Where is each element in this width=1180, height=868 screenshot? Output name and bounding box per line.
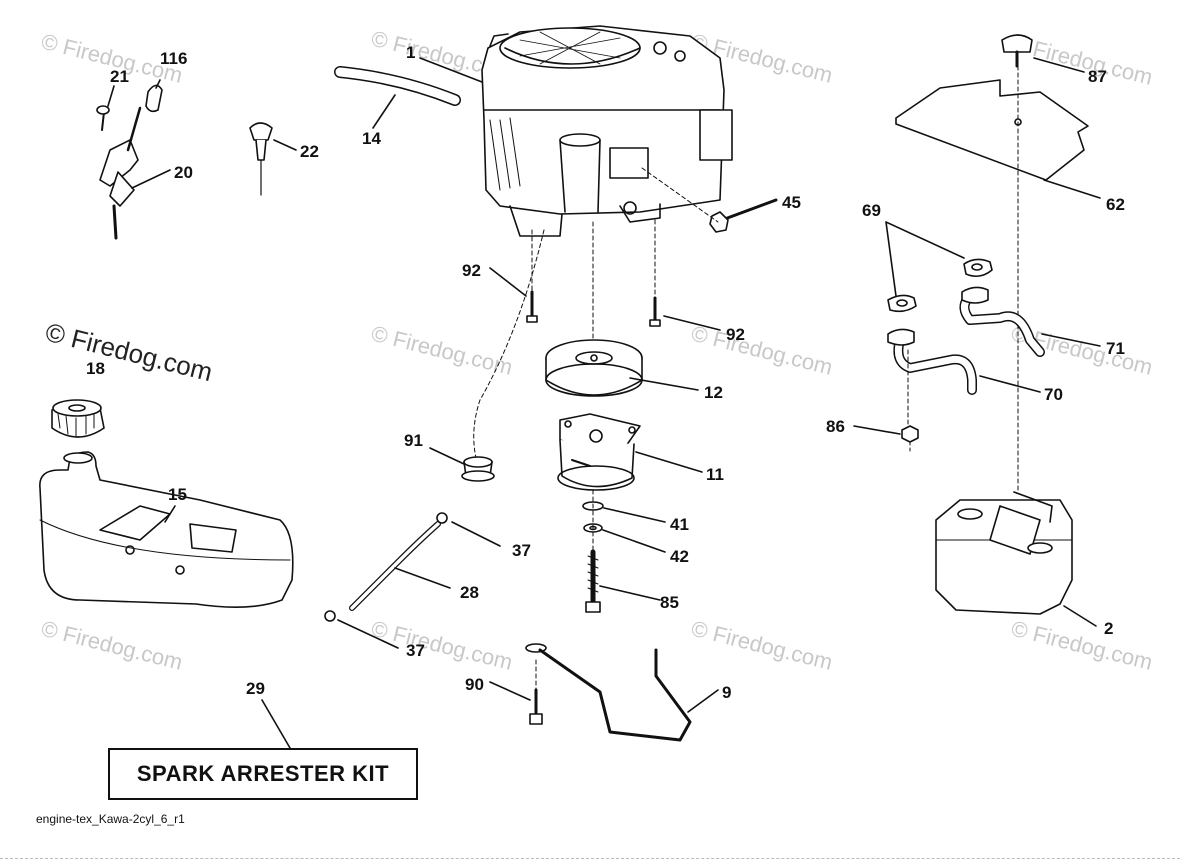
callout-70: 70: [1044, 385, 1063, 404]
spark-arrester-kit-label: SPARK ARRESTER KIT: [136, 761, 390, 786]
fuel-line-drawing: [324, 512, 448, 622]
callout-92-left: 92: [462, 261, 481, 280]
callout-42: 42: [670, 547, 689, 566]
bolt-92-left-drawing: [526, 229, 538, 323]
callout-11: 11: [706, 465, 724, 484]
callout-92-right: 92: [726, 325, 745, 344]
callout-29: 29: [246, 679, 265, 698]
bolt-87-drawing: [1001, 34, 1033, 68]
watermark-dark: © Firedog.com: [43, 317, 216, 387]
pulley-drawing: [545, 339, 643, 397]
callout-69: 69: [862, 201, 881, 220]
bolt-85-drawing: [585, 549, 601, 613]
heat-shield-drawing: [895, 79, 1089, 181]
callout-14: 14: [362, 129, 381, 148]
callout-91: 91: [404, 431, 423, 450]
bolt-45-drawing: [641, 167, 778, 233]
callout-90: 90: [465, 675, 484, 694]
callout-28: 28: [460, 583, 479, 602]
exhaust-pipe-71-drawing: [959, 286, 1045, 357]
gaskets-drawing: [887, 258, 993, 313]
diagram-caption: engine-tex_Kawa-2cyl_6_r1: [36, 812, 185, 826]
callout-18: 18: [86, 359, 105, 378]
callout-71: 71: [1106, 339, 1125, 358]
bolt-92-right-drawing: [649, 219, 661, 327]
callout-2: 2: [1104, 619, 1113, 638]
callout-37-upper: 37: [512, 541, 531, 560]
callout-20: 20: [174, 163, 193, 182]
callout-15: 15: [168, 485, 187, 504]
callout-21: 21: [110, 67, 129, 86]
callout-86: 86: [826, 417, 845, 436]
callout-labels: 1 2 9 11 12 14 15 18 20 21 22 28 29 37 3…: [86, 43, 1125, 702]
callout-45: 45: [782, 193, 801, 212]
callout-1: 1: [406, 43, 415, 62]
throttle-control-drawing: [96, 84, 163, 240]
nut-86-drawing: [901, 425, 919, 455]
muffler-drawing: [935, 491, 1073, 615]
spark-arrester-kit-box: SPARK ARRESTER KIT: [108, 748, 418, 800]
callout-12: 12: [704, 383, 723, 402]
callout-87: 87: [1088, 67, 1107, 86]
engine-drawing: [481, 25, 733, 237]
watermark: © Firedog.com: [689, 616, 835, 675]
exhaust-pipe-70-drawing: [887, 328, 977, 395]
callout-22: 22: [300, 142, 319, 161]
fuel-cap-drawing: [51, 399, 105, 438]
callout-37-lower: 37: [406, 641, 425, 660]
callout-9: 9: [722, 683, 731, 702]
watermark: © Firedog.com: [689, 321, 835, 380]
bushing-drawing: [461, 456, 495, 482]
callout-41: 41: [670, 515, 689, 534]
watermark: © Firedog.com: [39, 616, 185, 675]
hose-drawing: [334, 66, 461, 106]
bottom-divider: [0, 858, 1180, 859]
fuel-tank-drawing: [39, 451, 294, 608]
callout-62: 62: [1106, 195, 1125, 214]
watermark: © Firedog.com: [1009, 616, 1155, 675]
rod-9-drawing: [525, 643, 692, 742]
clutch-drawing: [557, 413, 641, 491]
choke-knob-drawing: [249, 122, 273, 196]
callout-85: 85: [660, 593, 679, 612]
callout-116: 116: [160, 49, 187, 68]
bolt-90-drawing: [529, 659, 543, 725]
watermark: © Firedog.com: [369, 321, 515, 380]
